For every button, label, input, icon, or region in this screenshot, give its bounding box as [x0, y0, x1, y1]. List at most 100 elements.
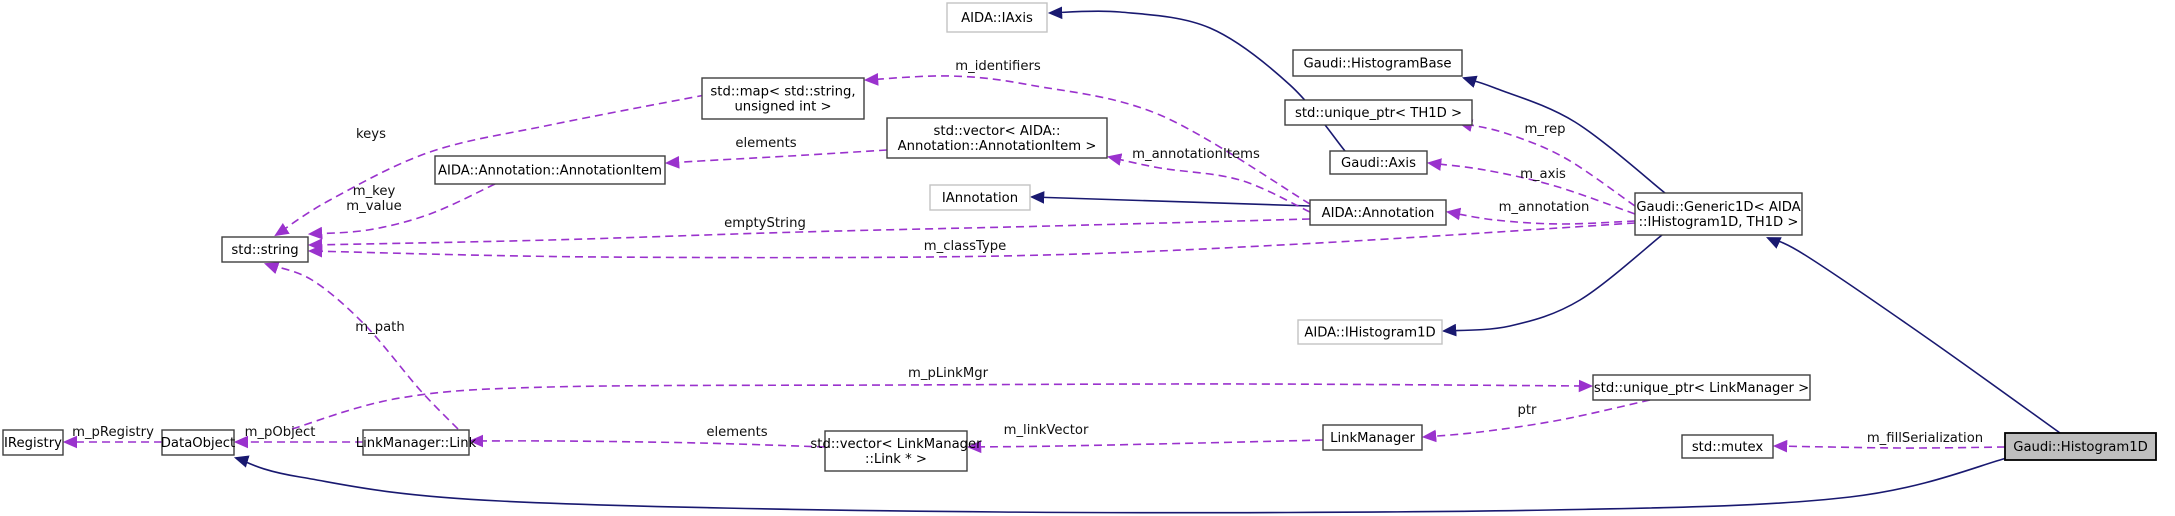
node-box[interactable]	[929, 184, 1031, 211]
node-label: AIDA::IHistogram1D	[1304, 326, 1435, 341]
node-linkmanager-link[interactable]: LinkManager::Link	[356, 429, 477, 456]
edge-linkmanager-link-dataobject: m_pObject	[233, 425, 363, 449]
edge-aida-annotation-std-vector-annotationitem: m_annotationItems	[1106, 147, 1311, 213]
edge-label: m_fillSerialization	[1867, 431, 1983, 446]
node-box[interactable]	[946, 2, 1048, 33]
node-label: IAnnotation	[942, 191, 1018, 206]
usage-edge-line	[1106, 153, 1311, 213]
node-iregistry[interactable]: IRegistry	[2, 429, 64, 456]
edge-gaudi-histogram1d-std-mutex: m_fillSerialization	[1772, 431, 2006, 453]
edge-label: emptyString	[724, 216, 806, 231]
node-box[interactable]	[1329, 150, 1428, 175]
node-label: AIDA::Annotation	[1322, 206, 1435, 221]
edge-generic1d-aida-ihistogram1d	[1441, 234, 1663, 337]
usage-edge-line	[1445, 207, 1636, 225]
node-box[interactable]	[824, 430, 968, 472]
node-box[interactable]	[434, 155, 666, 185]
node-iannotation[interactable]: IAnnotation	[929, 184, 1031, 211]
node-dataobject[interactable]: DataObject	[161, 429, 235, 456]
node-box[interactable]	[886, 117, 1108, 159]
node-generic1d[interactable]: Gaudi::Generic1D< AIDA::IHistogram1D, TH…	[1634, 192, 1803, 236]
edge-std-vector-annotationitem-annotationitem: elements	[664, 136, 888, 169]
usage-edge-line	[468, 434, 826, 448]
node-box[interactable]	[1297, 319, 1443, 345]
edge-std-map-std-string: keys	[274, 94, 706, 237]
node-std-map[interactable]: std::map< std::string,unsigned int >	[701, 77, 865, 120]
node-aida-annotation[interactable]: AIDA::Annotation	[1309, 199, 1447, 226]
node-std-mutex[interactable]: std::mutex	[1681, 434, 1774, 459]
edge-label: keys	[356, 127, 386, 142]
node-gaudi-axis[interactable]: Gaudi::Axis	[1329, 150, 1428, 175]
node-box[interactable]	[221, 236, 309, 263]
edge-label: m_axis	[1520, 167, 1566, 182]
edge-label: ptr	[1518, 403, 1538, 418]
node-box	[2004, 432, 2157, 461]
edge-linkmanager-link-std-string: m_path	[263, 262, 459, 430]
node-annotationitem[interactable]: AIDA::Annotation::AnnotationItem	[434, 155, 666, 185]
edge-std-unique-ptr-linkmanager-linkmanager: ptr	[1421, 399, 1651, 443]
node-box[interactable]	[1284, 99, 1473, 126]
node-aida-ihistogram1d[interactable]: AIDA::IHistogram1D	[1297, 319, 1443, 345]
node-box[interactable]	[1309, 199, 1447, 226]
edge-label: elements	[735, 136, 796, 151]
node-box[interactable]	[2, 429, 64, 456]
edge-label: m_pRegistry	[72, 425, 154, 440]
edge-label: m_annotationItems	[1132, 147, 1260, 162]
usage-edge-line	[966, 439, 1324, 454]
usage-edge-line	[291, 379, 1594, 430]
edge-std-vector-link-linkmanager-link: elements	[468, 425, 826, 448]
edge-gaudi-histogram1d-dataobject	[233, 455, 2008, 514]
node-box[interactable]	[1292, 49, 1463, 77]
edge-label: m_classType	[924, 239, 1006, 254]
node-label: Gaudi::Axis	[1341, 156, 1416, 171]
node-std-vector-annotationitem[interactable]: std::vector< AIDA::Annotation::Annotatio…	[886, 117, 1108, 159]
node-label: std::vector< LinkManager::Link * >	[810, 437, 982, 467]
edge-aida-annotation-iannotation	[1029, 191, 1311, 207]
node-label: std::string	[231, 243, 298, 258]
edge-aida-annotation-std-map: m_identifiers	[863, 59, 1311, 205]
node-box[interactable]	[1681, 434, 1774, 459]
inheritance-edge-line	[1461, 75, 1666, 194]
node-box[interactable]	[1634, 192, 1803, 236]
node-gaudi-histogrambase[interactable]: Gaudi::HistogramBase	[1292, 49, 1463, 77]
usage-edge-line	[307, 183, 496, 240]
usage-edge-line	[1772, 439, 2006, 453]
edge-linkmanager-std-vector-link: m_linkVector	[966, 423, 1324, 454]
edge-label: elements	[706, 425, 767, 440]
edge-generic1d-std-unique-ptr-th1d: m_rep	[1457, 119, 1636, 207]
edge-gaudi-histogram1d-generic1d	[1766, 237, 2061, 434]
edge-dataobject-iregistry: m_pRegistry	[62, 425, 162, 449]
node-box[interactable]	[701, 77, 865, 120]
node-label: AIDA::IAxis	[961, 11, 1033, 26]
node-std-vector-link[interactable]: std::vector< LinkManager::Link * >	[810, 430, 982, 472]
edge-generic1d-gaudi-axis: m_axis	[1426, 158, 1636, 215]
node-box[interactable]	[362, 429, 470, 456]
edge-generic1d-aida-annotation: m_annotation	[1445, 200, 1636, 225]
node-std-unique-ptr-th1d[interactable]: std::unique_ptr< TH1D >	[1284, 99, 1473, 126]
node-std-unique-ptr-linkmanager[interactable]: std::unique_ptr< LinkManager >	[1592, 374, 1811, 401]
node-label: LinkManager::Link	[356, 436, 477, 451]
node-box[interactable]	[1592, 374, 1811, 401]
edge-label: m_rep	[1524, 122, 1565, 137]
node-label: std::unique_ptr< LinkManager >	[1594, 381, 1809, 396]
node-std-string[interactable]: std::string	[221, 236, 309, 263]
usage-edge-line	[1421, 399, 1651, 443]
node-label: AIDA::Annotation::AnnotationItem	[438, 164, 662, 179]
node-linkmanager[interactable]: LinkManager	[1322, 424, 1423, 451]
node-box[interactable]	[161, 429, 235, 456]
node-label: DataObject	[161, 436, 235, 451]
usage-edge-line	[1426, 158, 1636, 215]
edge-label: m_pLinkMgr	[908, 366, 989, 381]
node-label: std::mutex	[1692, 440, 1764, 455]
usage-edge-line	[307, 218, 1311, 252]
edge-generic1d-gaudi-histogrambase	[1461, 75, 1666, 194]
edge-aida-annotation-std-string: emptyString	[307, 216, 1311, 252]
node-aida-iaxis[interactable]: AIDA::IAxis	[946, 2, 1048, 33]
node-box[interactable]	[1322, 424, 1423, 451]
